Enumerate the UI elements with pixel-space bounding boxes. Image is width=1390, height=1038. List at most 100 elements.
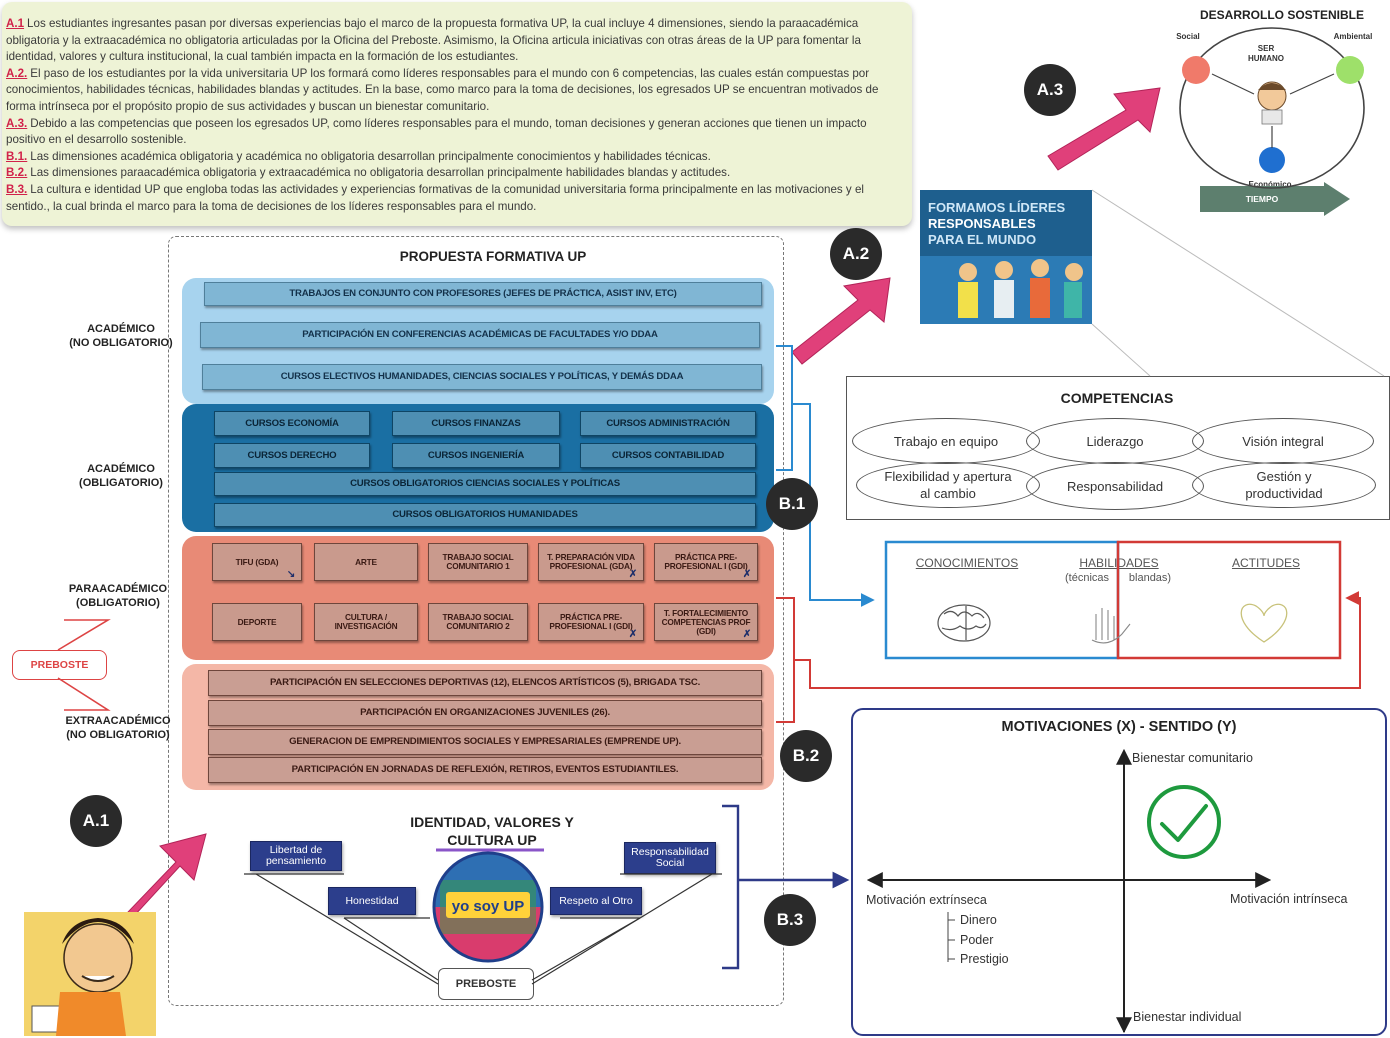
poster-line: FORMAMOS LÍDERES xyxy=(928,200,1066,215)
value-honestidad: Honestidad xyxy=(328,887,416,915)
bar-conferencias: PARTICIPACIÓN EN CONFERENCIAS ACADÉMICAS… xyxy=(200,322,760,348)
label-blandas: blandas) xyxy=(1128,572,1172,584)
cell-cursos-derecho: CURSOS DERECHO xyxy=(214,443,370,468)
bar-trabajos-profesores: TRABAJOS EN CONJUNTO CON PROFESORES (JEF… xyxy=(204,282,762,306)
pink-arrow-a2-icon xyxy=(791,277,891,365)
poster-line: PARA EL MUNDO xyxy=(928,232,1037,247)
propuesta-title: PROPUESTA FORMATIVA UP xyxy=(399,249,587,264)
legend-text: La cultura e identidad UP que engloba to… xyxy=(6,182,864,213)
label-line: EXTRAACADÉMICO xyxy=(65,715,171,727)
cell-label: T. FORTALECIMIENTO COMPETENCIAS PROF (GD… xyxy=(661,607,751,636)
badge-a2: A.2 xyxy=(830,228,882,280)
bar-organizaciones-juveniles: PARTICIPACIÓN EN ORGANIZACIONES JUVENILE… xyxy=(208,700,762,726)
cell-label: T. PREPARACIÓN VIDA PROFESIONAL (GDA) xyxy=(547,552,635,571)
competencia-flexibilidad: Flexibilidad y apertura al cambio xyxy=(856,462,1040,508)
motivaciones-axes xyxy=(866,748,1272,1034)
box-conocimientos-habilidades xyxy=(884,540,1120,660)
logo-text: yo soy UP xyxy=(452,898,525,915)
item-dinero: Dinero xyxy=(960,913,997,927)
poster-line: RESPONSABLES xyxy=(928,216,1036,231)
label-motivacion-extrinseca: Motivación extrínseca xyxy=(866,893,987,907)
badge-b2: B.2 xyxy=(780,730,832,782)
cell-cursos-ingenieria: CURSOS INGENIERÍA xyxy=(392,443,560,468)
bar-cursos-obligatorios-sociales: CURSOS OBLIGATORIOS CIENCIAS SOCIALES Y … xyxy=(214,472,756,496)
cell-cursos-contabilidad: CURSOS CONTABILIDAD xyxy=(580,443,756,468)
label-line: PARAACADÉMICO xyxy=(68,583,168,595)
cell-label: PRÁCTICA PRE-PROFESIONAL I (GDI) xyxy=(664,552,748,571)
legend-text: El paso de los estudiantes por la vida u… xyxy=(6,66,879,113)
legend-code: A.2. xyxy=(6,66,28,80)
poster-callout-lines xyxy=(1091,189,1385,377)
bar-emprendimientos: GENERACION DE EMPRENDIMIENTOS SOCIALES Y… xyxy=(208,729,762,755)
check-x-icon: ✗ xyxy=(742,569,751,580)
legend-item-b2: B.2.Las dimensiones paraacadémica obliga… xyxy=(6,165,902,182)
pink-arrow-a3-icon xyxy=(1047,87,1161,171)
label-bienestar-individual: Bienestar individual xyxy=(1133,1010,1242,1024)
label-motivacion-intrinseca: Motivación intrínseca xyxy=(1230,892,1348,906)
badge-a1: A.1 xyxy=(70,795,122,847)
legend-text: Debido a las competencias que poseen los… xyxy=(6,116,867,147)
label-tecnicas: (técnicas xyxy=(1064,572,1110,584)
legend-code: A.1 xyxy=(6,17,25,30)
identidad-title: IDENTIDAD, VALORES Y CULTURA UP xyxy=(410,814,574,848)
check-circle-icon xyxy=(1147,785,1221,859)
preboste-bottom-box: PREBOSTE xyxy=(438,968,534,1000)
label-line: (OBLIGATORIO) xyxy=(79,477,163,489)
legend-code: B.2. xyxy=(6,166,28,180)
bar-jornadas-reflexion: PARTICIPACIÓN EN JORNADAS DE REFLEXIÓN, … xyxy=(208,757,762,783)
cell-deporte: DEPORTE xyxy=(212,603,302,641)
badge-b1: B.1 xyxy=(766,478,818,530)
cell-preparacion-vida-profesional: T. PREPARACIÓN VIDA PROFESIONAL (GDA)✗ xyxy=(538,543,644,581)
connector-b3-navy xyxy=(722,804,850,970)
bar-cursos-electivos: CURSOS ELECTIVOS HUMANIDADES, CIENCIAS S… xyxy=(202,364,762,390)
legend-code: B.3. xyxy=(6,182,28,196)
item-poder: Poder xyxy=(960,933,994,947)
cell-cursos-administracion: CURSOS ADMINISTRACIÓN xyxy=(580,411,756,436)
cell-trabajo-social-1: TRABAJO SOCIAL COMUNITARIO 1 xyxy=(428,543,528,581)
label-line: ACADÉMICO xyxy=(87,463,155,475)
label-extraacademico: EXTRAACADÉMICO (NO OBLIGATORIO) xyxy=(56,714,180,742)
tiempo-arrow-head-icon xyxy=(1324,182,1350,216)
value-respeto: Respeto al Otro xyxy=(550,887,642,915)
bar-cursos-obligatorios-humanidades: CURSOS OBLIGATORIOS HUMANIDADES xyxy=(214,503,756,527)
label-paraacademico: PARAACADÉMICO(OBLIGATORIO) xyxy=(56,582,180,610)
label-academico-obligatorio: ACADÉMICO (OBLIGATORIO) xyxy=(62,462,180,490)
box-habilidades-actitudes xyxy=(1116,540,1342,660)
cell-practica-preprofesional-b: PRÁCTICA PRE-PROFESIONAL I (GDI)✗ xyxy=(538,603,644,641)
extrinsic-list-bracket xyxy=(947,912,955,962)
ds-ser-humano-label: SER HUMANO xyxy=(1248,44,1284,63)
bar-selecciones-deportivas: PARTICIPACIÓN EN SELECCIONES DEPORTIVAS … xyxy=(208,670,762,696)
legend-item-a3: A.3.Debido a las competencias que poseen… xyxy=(6,116,902,149)
cell-tifu: TIFU (GDA)↘ xyxy=(212,543,302,581)
label-underline: ACTITUDES xyxy=(1231,556,1300,570)
social-dot-icon xyxy=(1182,56,1210,84)
propuesta-frame xyxy=(168,236,784,1006)
cell-cursos-economia: CURSOS ECONOMÍA xyxy=(214,411,370,436)
cell-practica-preprofesional-a: PRÁCTICA PRE-PROFESIONAL I (GDI)✗ xyxy=(654,543,758,581)
item-prestigio: Prestigio xyxy=(960,952,1009,966)
label-line: (NO OBLIGATORIO) xyxy=(66,729,170,741)
arrow-mark-icon: ↘ xyxy=(286,569,295,580)
connector-b2-red xyxy=(776,591,1361,723)
preboste-left-box: PREBOSTE xyxy=(12,650,107,680)
label-line: ACADÉMICO xyxy=(87,323,155,335)
ds-ambiental-label: Ambiental xyxy=(1333,32,1373,41)
competencia-gestion: Gestión y productividad xyxy=(1192,462,1376,508)
brain-icon xyxy=(937,604,991,642)
connector-b1-blue xyxy=(776,345,875,607)
badge-a3: A.3 xyxy=(1024,64,1076,116)
check-x-icon: ✗ xyxy=(742,629,751,640)
preboste-left-connector xyxy=(57,619,111,711)
competencias-title: COMPETENCIAS xyxy=(1060,390,1174,406)
cell-cursos-finanzas: CURSOS FINANZAS xyxy=(392,411,560,436)
desarrollo-diagram xyxy=(1179,27,1365,189)
desarrollo-title: DESARROLLO SOSTENIBLE xyxy=(1199,8,1364,22)
label-conocimientos: CONOCIMIENTOS xyxy=(900,556,1034,570)
ser-humano-icon xyxy=(1257,81,1287,125)
cell-cultura-investigacion: CULTURA / INVESTIGACIÓN xyxy=(314,603,418,641)
student-illustration-icon xyxy=(24,912,156,1036)
legend-text: Las dimensiones académica obligatoria y … xyxy=(30,149,711,163)
legend-item-b3: B.3.La cultura e identidad UP que englob… xyxy=(6,182,902,215)
